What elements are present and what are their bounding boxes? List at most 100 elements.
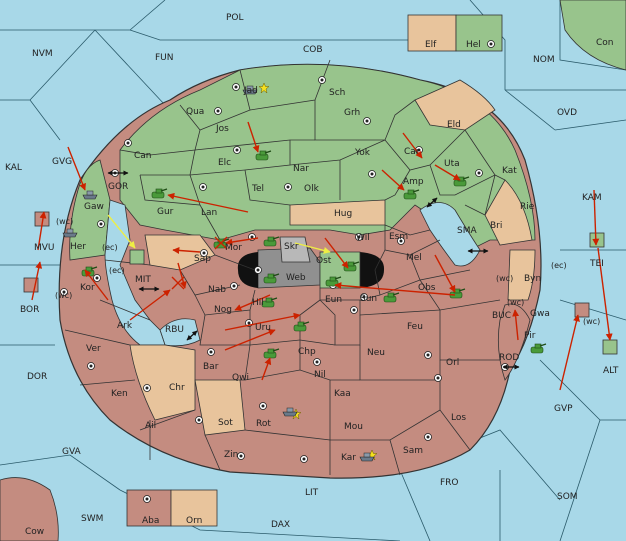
sea-label: GVP: [554, 404, 573, 414]
land-pir[interactable]: [497, 303, 531, 381]
land-label: Sun: [360, 294, 377, 304]
land-label: Ost: [316, 256, 332, 266]
land-rie[interactable]: [484, 179, 533, 246]
land-label: Web: [286, 273, 306, 283]
land-label: Ver: [86, 344, 101, 354]
coast-label: (wc): [496, 274, 513, 283]
support-arrows: [107, 214, 331, 254]
land-label: Car: [404, 147, 420, 157]
land-label: Uta: [444, 159, 460, 169]
sea-label: FUN: [155, 53, 174, 63]
land-label: Orn: [186, 516, 202, 526]
sea-label: DOR: [27, 372, 47, 382]
land-alt-coast[interactable]: [602, 339, 618, 355]
land-label: Feu: [407, 322, 423, 332]
land-tei-coast[interactable]: [589, 232, 605, 248]
sea-label: OVD: [557, 108, 577, 118]
sea-label: Con: [596, 38, 614, 48]
land-label: Zin: [224, 450, 238, 460]
land-label: Hil: [252, 298, 264, 308]
land-mit-coast[interactable]: [129, 249, 145, 265]
land-label: Amp: [403, 177, 424, 187]
land-label: Bar: [203, 362, 219, 372]
sea-label: COB: [303, 45, 323, 55]
land-label: Gur: [157, 207, 174, 217]
land-label: Elf: [425, 40, 437, 50]
land-label: Lan: [201, 208, 217, 218]
sea-label: LIT: [305, 488, 319, 498]
land-label: Elc: [218, 158, 231, 168]
sea-label: POL: [226, 13, 244, 23]
land-label: Obs: [418, 283, 436, 293]
land-label: Nab: [208, 285, 226, 295]
land-label: Nar: [293, 164, 309, 174]
sea-label: ALT: [603, 366, 619, 376]
land-labels: Elf Hel Jad Sch Qua Grh Jos Eld Can Yok …: [70, 40, 550, 526]
sea-label: BUC: [492, 311, 511, 321]
land-label: Kar: [341, 453, 356, 463]
sea-label: SOM: [557, 492, 578, 502]
sea-label: MVU: [34, 243, 55, 253]
land-label: Gaw: [84, 202, 104, 212]
sea-label: GVG: [52, 157, 72, 167]
land-label: Qua: [186, 107, 204, 117]
legend-box-orn: [170, 489, 218, 527]
land-label: Mor: [225, 243, 242, 253]
land-label: Esm: [389, 232, 408, 242]
sea-label: SWM: [81, 514, 103, 524]
land-label: Aba: [142, 516, 159, 526]
land-label: Eun: [325, 295, 342, 305]
land-label: Sot: [218, 418, 233, 428]
land-label: Qwi: [232, 373, 249, 383]
coast-label: (wc): [507, 298, 524, 307]
land-eld[interactable]: [414, 79, 496, 131]
land-label: Yok: [354, 148, 371, 158]
sea-label: NVM: [32, 49, 53, 59]
land-sap[interactable]: [144, 234, 216, 271]
province-borders: [64, 59, 506, 476]
land-label: Skr: [284, 242, 299, 252]
sea-label: KAM: [582, 193, 602, 203]
legend-bottom: [126, 489, 218, 527]
coast-label: (wc): [56, 217, 73, 226]
land-label: Can: [134, 151, 152, 161]
land-label: Eld: [447, 120, 461, 130]
sea-label: TEI: [589, 259, 604, 269]
land-hup-coast[interactable]: [574, 302, 590, 318]
land-label: Pir: [524, 331, 536, 341]
sea-label: MIT: [135, 275, 151, 285]
land-cow[interactable]: [0, 477, 59, 541]
land-label: Uru: [255, 323, 271, 333]
land-label: Olk: [304, 184, 320, 194]
center-cap-east: [360, 252, 385, 288]
sea-label: DAX: [271, 520, 290, 530]
land-label: Ken: [111, 389, 128, 399]
land-byn[interactable]: [507, 249, 536, 301]
sea-label: BOR: [20, 305, 39, 315]
land-label: Mou: [344, 422, 363, 432]
sea-label: FRO: [440, 478, 459, 488]
sea-labels: POL NVM FUN COB NOM Con KAL GVG GOR OVD …: [5, 13, 619, 537]
coast-label: (ec): [102, 243, 118, 252]
adjacency-arrows: [107, 170, 520, 370]
land-label: Chp: [298, 347, 316, 357]
land-label: Jos: [215, 124, 229, 134]
coast-labels: (wc) (ec) (wc) (ec) (wc) (ec) (wc) (wc): [55, 217, 600, 326]
land-skr[interactable]: [279, 236, 311, 263]
land-label: Kaa: [334, 389, 351, 399]
sea-label: ROD: [499, 353, 519, 363]
sea-label: SMA: [457, 226, 477, 236]
legend-box-elf: [407, 14, 457, 52]
cut-markers: [171, 236, 228, 290]
coast-label: (ec): [551, 261, 567, 270]
land-label: Neu: [367, 348, 385, 358]
land-label: Bri: [490, 221, 502, 231]
land-label: Grh: [344, 108, 360, 118]
land-label: Byn: [524, 274, 541, 284]
coast-label: (wc): [55, 291, 72, 300]
land-label: Chr: [169, 383, 185, 393]
land-label: Nog: [214, 305, 232, 315]
land-label: Jad: [243, 86, 258, 96]
